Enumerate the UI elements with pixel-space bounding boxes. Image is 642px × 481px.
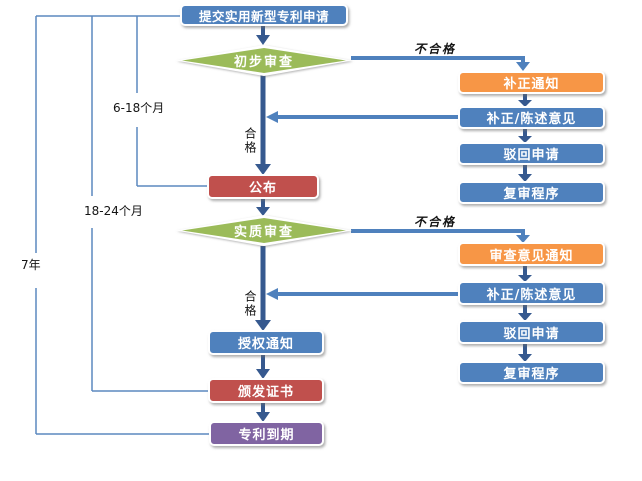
node-reject-application-1: 驳回申请 <box>458 142 605 165</box>
node-grant-notice: 授权通知 <box>208 330 324 355</box>
node-correction-statement-1: 补正/陈述意见 <box>458 106 605 129</box>
label-fail-substantive: 不合格 <box>414 215 457 229</box>
arrow-publish-to-substantive <box>256 199 270 216</box>
label-pass-preliminary: 合格 <box>243 127 257 155</box>
branch-column-arrows <box>518 94 532 362</box>
main-flow-arrows <box>255 26 271 422</box>
arrow-substantive-to-grant <box>255 246 271 331</box>
arrow-b1-3 <box>518 165 532 182</box>
label-duration-6-18-months: 6-18个月 <box>113 101 165 115</box>
arrow-b1-1 <box>518 94 532 107</box>
node-submit-application: 提交实用新型专利申请 <box>180 4 348 26</box>
line-preliminary-fail <box>351 56 530 71</box>
arrow-b2-3 <box>518 344 532 362</box>
node-correction-notice: 补正通知 <box>458 71 605 94</box>
arrow-b2-1 <box>518 266 532 282</box>
line-correction1-feedback <box>266 111 458 123</box>
node-exam-opinion-notice: 审查意见通知 <box>458 242 605 266</box>
label-pass-substantive: 合格 <box>243 290 257 318</box>
node-substantive-exam: 实质审查 <box>176 215 352 246</box>
arrow-b1-2 <box>518 129 532 143</box>
node-patent-expire: 专利到期 <box>209 421 324 446</box>
label-fail-preliminary: 不合格 <box>414 42 457 56</box>
arrow-b2-2 <box>518 305 532 321</box>
node-review-procedure-1: 复审程序 <box>458 181 605 204</box>
node-review-procedure-2: 复审程序 <box>458 361 605 384</box>
arrow-certificate-to-expire <box>256 403 270 422</box>
arrow-grant-to-certificate <box>256 355 270 379</box>
node-reject-application-2: 驳回申请 <box>458 320 605 344</box>
diamond-label: 初步审查 <box>233 55 294 70</box>
node-correction-statement-2: 补正/陈述意见 <box>458 281 605 305</box>
line-correction2-feedback <box>266 288 458 300</box>
arrow-preliminary-to-publish <box>255 75 271 175</box>
label-duration-7-years: 7年 <box>21 258 41 272</box>
timeline-brackets <box>35 15 209 435</box>
node-publish: 公布 <box>207 174 319 199</box>
line-substantive-fail <box>351 229 530 243</box>
fail-branch-lines <box>266 56 530 300</box>
node-issue-certificate: 颁发证书 <box>208 378 324 403</box>
diamond-label: 实质审查 <box>233 225 294 240</box>
arrow-submit-to-preliminary <box>256 26 270 45</box>
label-duration-18-24-months: 18-24个月 <box>84 204 143 218</box>
node-preliminary-exam: 初步审查 <box>176 45 352 76</box>
